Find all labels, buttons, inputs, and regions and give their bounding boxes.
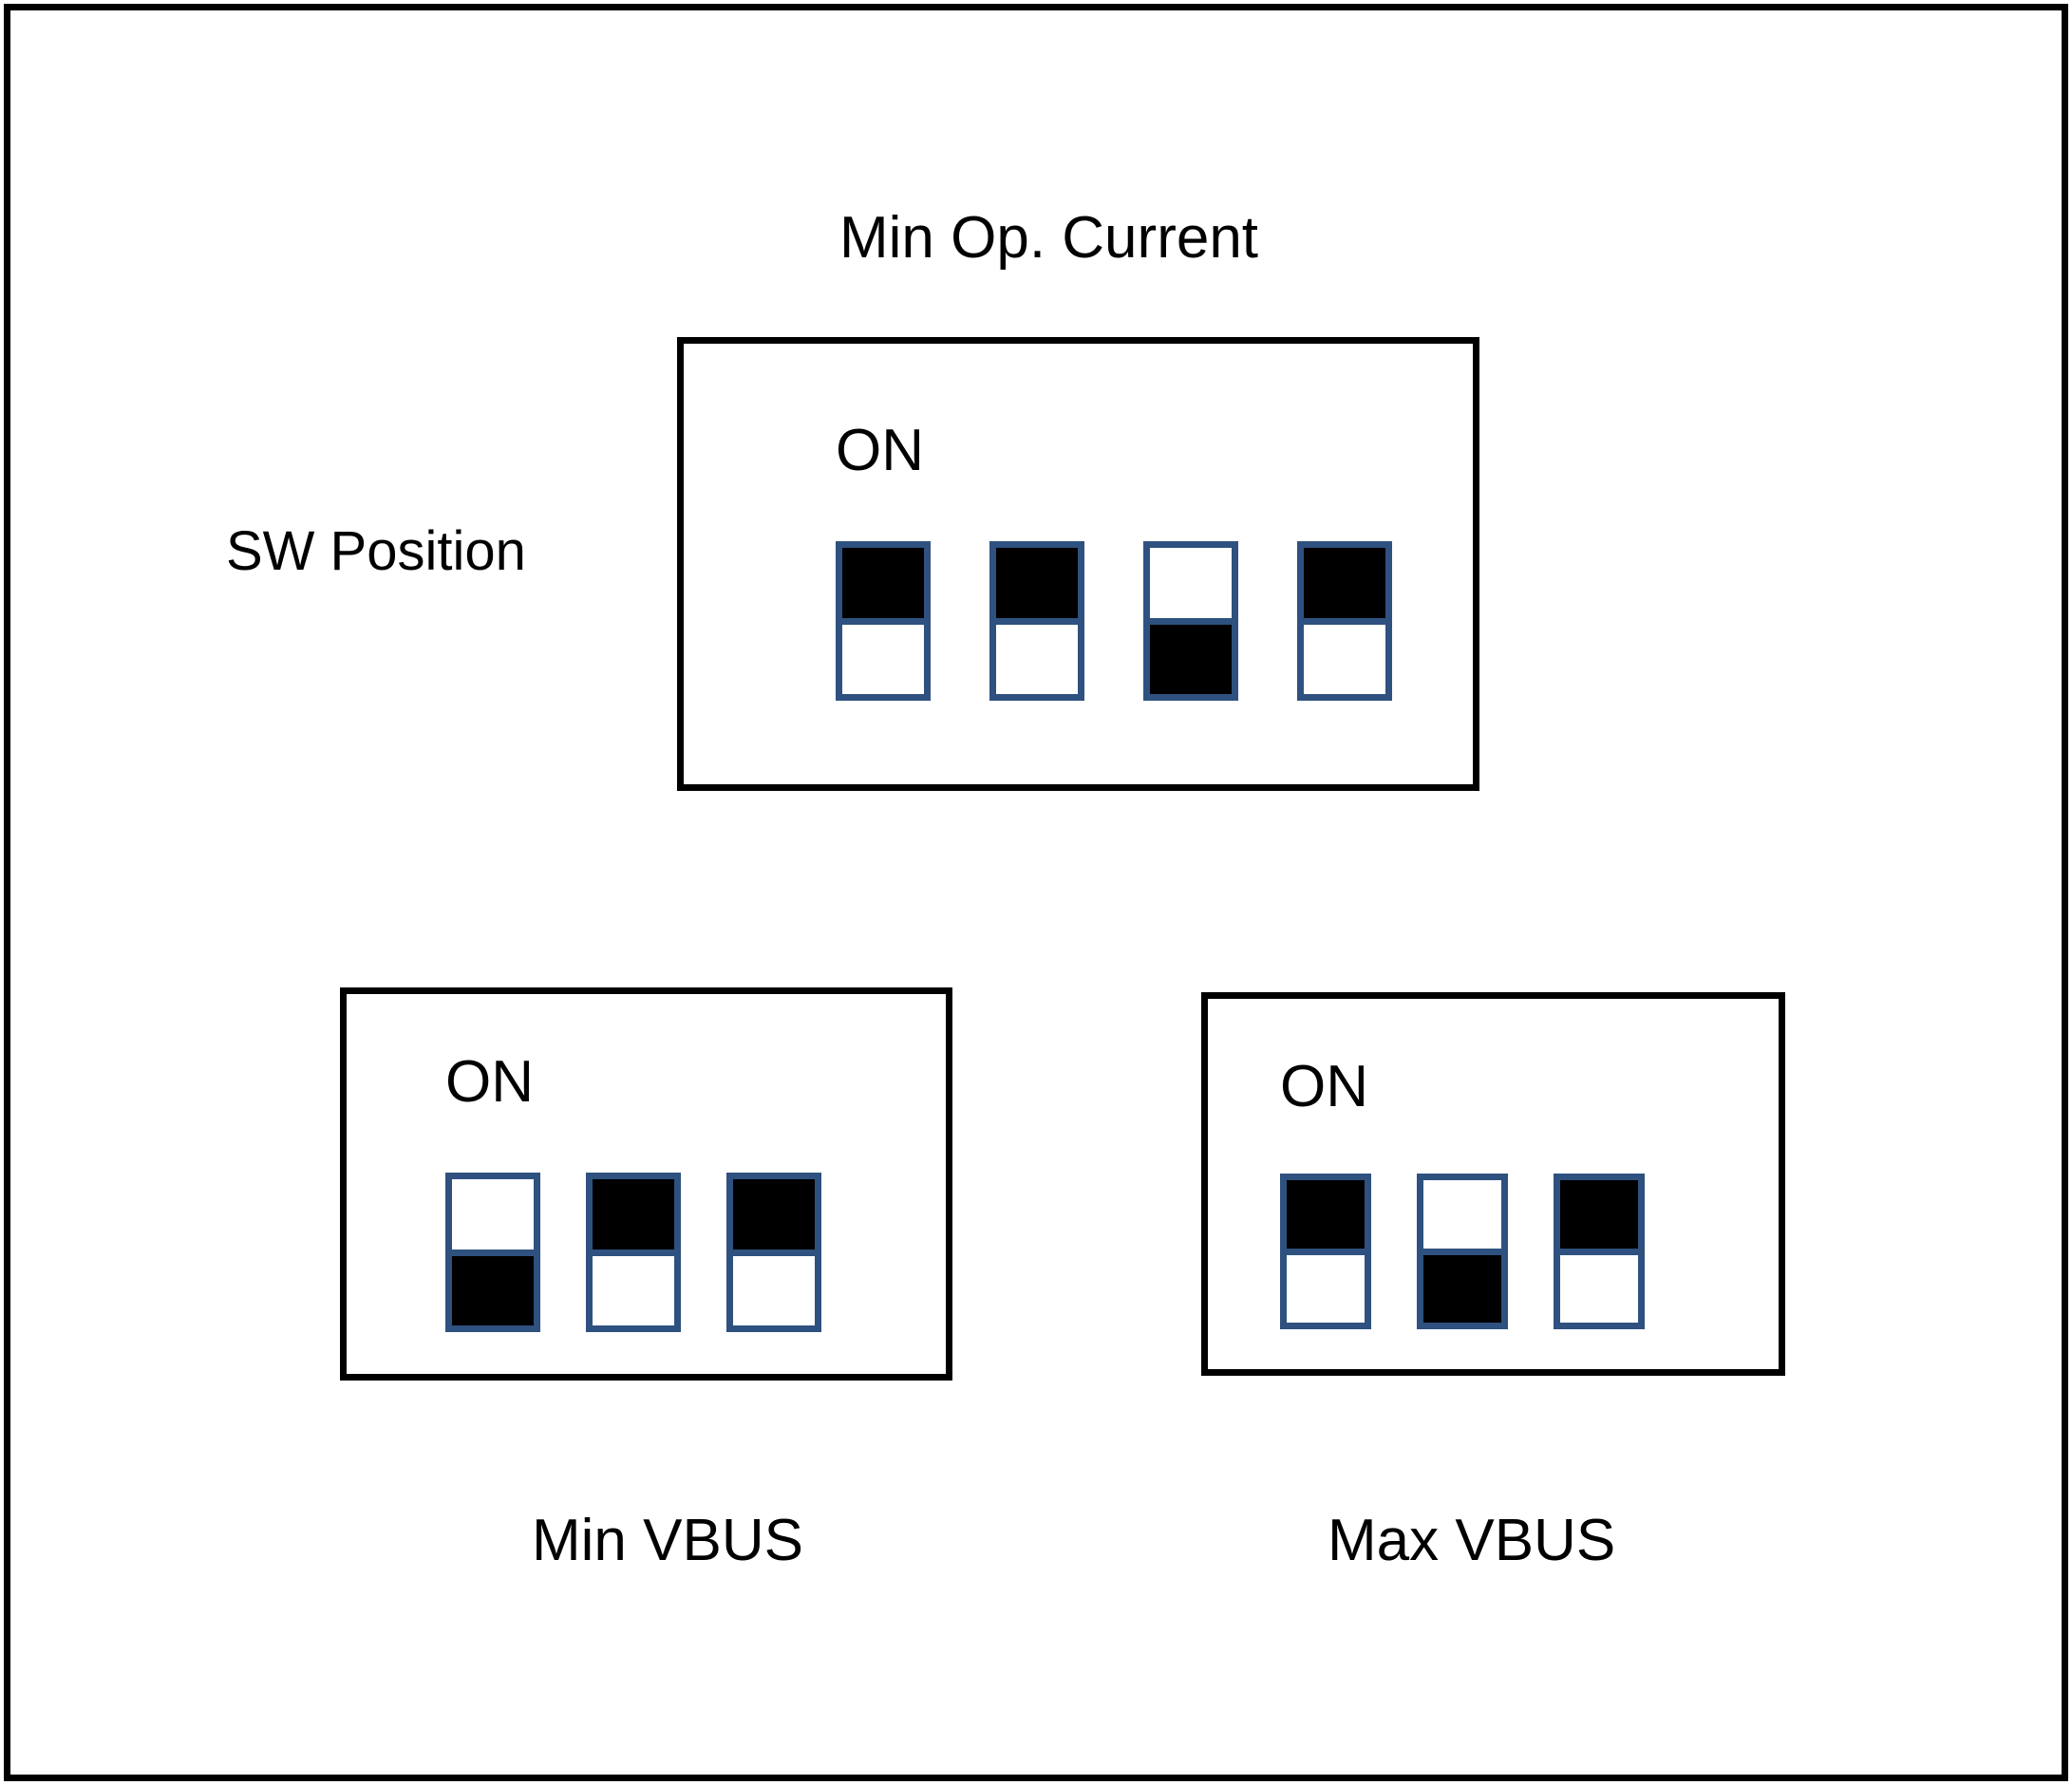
switch-cell-bottom (1287, 1248, 1365, 1323)
switch-row-min-vbus (445, 1173, 821, 1332)
switch-cell-bottom (1423, 1248, 1501, 1323)
switch-cell-bottom (1304, 617, 1385, 694)
dip-switch-min-vbus-2[interactable] (586, 1173, 681, 1332)
dip-switch-min-op-current-2[interactable] (989, 541, 1084, 701)
switch-cell-bottom (733, 1249, 815, 1325)
switch-cell-bottom (452, 1249, 534, 1325)
switch-cell-top (1423, 1180, 1501, 1249)
switch-cell-bottom (996, 617, 1078, 694)
dip-switch-min-op-current-1[interactable] (836, 541, 931, 701)
switch-cell-top (1560, 1180, 1638, 1249)
switch-cell-top (1150, 548, 1232, 618)
switch-cell-top (593, 1179, 674, 1250)
dip-switch-bank-min-op-current[interactable]: ON (677, 337, 1479, 791)
on-label-min-vbus: ON (445, 1049, 534, 1115)
switch-cell-top (1304, 548, 1385, 618)
dip-switch-min-vbus-3[interactable] (726, 1173, 821, 1332)
switch-cell-top (1287, 1180, 1365, 1249)
switch-cell-top (733, 1179, 815, 1250)
min-op-current-title: Min Op. Current (839, 205, 1259, 271)
switch-cell-bottom (842, 617, 924, 694)
switch-cell-bottom (1150, 617, 1232, 694)
switch-row-min-op-current (836, 541, 1392, 701)
dip-switch-max-vbus-2[interactable] (1417, 1174, 1508, 1329)
switch-cell-top (996, 548, 1078, 618)
dip-switch-bank-max-vbus[interactable]: ON (1201, 992, 1785, 1376)
dip-switch-bank-min-vbus[interactable]: ON (340, 987, 952, 1381)
sw-position-label: SW Position (226, 520, 526, 582)
dip-switch-min-op-current-4[interactable] (1297, 541, 1392, 701)
on-label-max-vbus: ON (1280, 1054, 1368, 1119)
dip-switch-min-vbus-1[interactable] (445, 1173, 540, 1332)
dip-switch-max-vbus-1[interactable] (1280, 1174, 1371, 1329)
switch-cell-top (452, 1179, 534, 1250)
dip-switch-min-op-current-3[interactable] (1143, 541, 1238, 701)
dip-switch-max-vbus-3[interactable] (1554, 1174, 1645, 1329)
min-vbus-caption: Min VBUS (532, 1508, 803, 1573)
switch-cell-bottom (593, 1249, 674, 1325)
switch-row-max-vbus (1280, 1174, 1645, 1329)
switch-cell-top (842, 548, 924, 618)
max-vbus-caption: Max VBUS (1328, 1508, 1616, 1573)
switch-cell-bottom (1560, 1248, 1638, 1323)
on-label-min-op-current: ON (836, 418, 924, 483)
